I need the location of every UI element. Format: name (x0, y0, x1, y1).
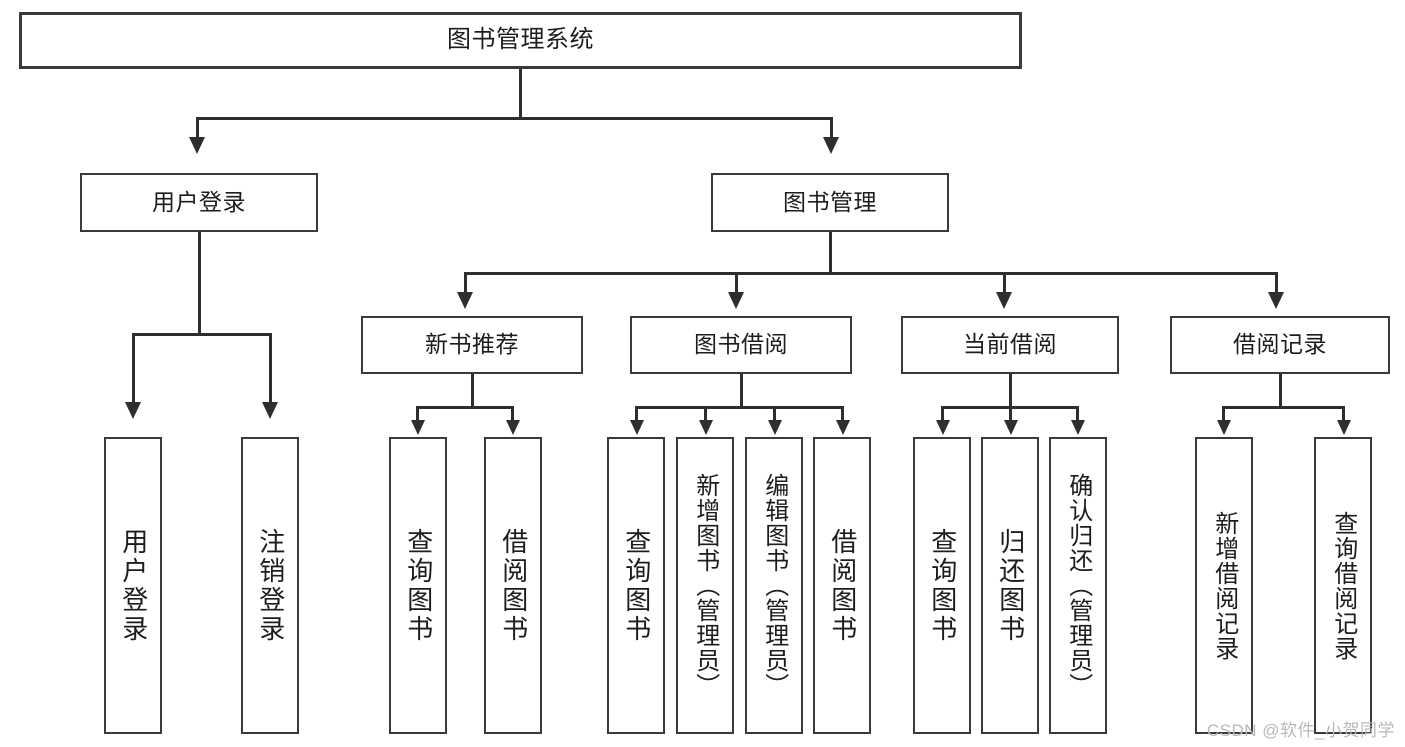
connector-user-login-drop-1 (132, 333, 135, 404)
leaf-current-borrow-return-books[interactable]: 归还图书 (981, 437, 1039, 734)
node-book-borrow[interactable]: 图书借阅 (630, 316, 852, 374)
connector-current-borrow-drop-3 (1076, 406, 1079, 422)
node-book-management[interactable]: 图书管理 (711, 173, 949, 232)
connector-borrow-record-drop-1 (1222, 406, 1225, 422)
connector-current-borrow-stem (1009, 374, 1012, 406)
node-label: 归还图书 (995, 527, 1026, 644)
connector-borrow-record-fanbar (1222, 406, 1344, 409)
leaf-book-borrow-edit-book-admin[interactable]: 编辑图书（管理员） (745, 437, 803, 734)
connector-current-borrow-drop-1 (941, 406, 944, 422)
node-borrow-record[interactable]: 借阅记录 (1170, 316, 1390, 374)
connector-book-management-drop-4 (1275, 272, 1278, 294)
connector-root-to-book-management (830, 117, 833, 139)
node-new-book-recommend[interactable]: 新书推荐 (361, 316, 583, 374)
connector-book-management-fanbar (464, 272, 1278, 275)
arrowhead-book-management-child-4 (1268, 292, 1284, 309)
connector-new-book-stem (471, 374, 474, 406)
node-label: 用户登录 (118, 527, 149, 644)
connector-borrow-record-drop-2 (1342, 406, 1345, 422)
node-label: 新增图书（管理员） (691, 473, 719, 698)
node-label: 查询图书 (621, 527, 652, 644)
node-label: 查询借阅记录 (1329, 510, 1357, 661)
arrowhead-book-management-child-1 (457, 292, 473, 309)
leaf-book-borrow-add-book-admin[interactable]: 新增图书（管理员） (676, 437, 734, 734)
leaf-borrow-record-add-record[interactable]: 新增借阅记录 (1195, 437, 1253, 734)
connector-book-borrow-drop-1 (635, 406, 638, 422)
connector-current-borrow-drop-2 (1009, 406, 1012, 422)
connector-book-borrow-drop-2 (704, 406, 707, 422)
connector-book-management-drop-3 (1003, 272, 1006, 294)
arrowhead-current-borrow-leaf-3 (1071, 420, 1085, 435)
arrowhead-new-book-leaf-2 (506, 420, 520, 435)
connector-root-stem (519, 69, 522, 117)
node-label: 新书推荐 (425, 331, 519, 358)
node-user-login[interactable]: 用户登录 (80, 173, 318, 232)
connector-user-login-drop-2 (269, 333, 272, 404)
connector-borrow-record-stem (1279, 374, 1282, 406)
connector-book-management-drop-1 (464, 272, 467, 294)
connector-book-borrow-stem (740, 374, 743, 406)
node-label: 图书管理 (783, 188, 877, 215)
watermark-text: CSDN @软件_小贺同学 (1206, 721, 1395, 740)
leaf-current-borrow-query-books[interactable]: 查询图书 (913, 437, 971, 734)
connector-user-login-fanbar (132, 333, 272, 336)
leaf-new-book-borrow-books[interactable]: 借阅图书 (484, 437, 542, 734)
node-label: 图书借阅 (694, 331, 788, 358)
arrowhead-user-login-leaf-2 (262, 402, 278, 419)
node-label: 确认归还（管理员） (1064, 473, 1092, 698)
connector-book-management-drop-2 (735, 272, 738, 294)
connector-new-book-fanbar (416, 406, 514, 409)
connector-root-to-user-login (196, 117, 199, 139)
node-label: 注销登录 (255, 527, 286, 644)
leaf-book-borrow-query-books[interactable]: 查询图书 (607, 437, 665, 734)
leaf-current-borrow-confirm-return-admin[interactable]: 确认归还（管理员） (1049, 437, 1107, 734)
leaf-user-login-logout[interactable]: 注销登录 (241, 437, 299, 734)
connector-new-book-drop-1 (416, 406, 419, 422)
connector-root-fanbar (196, 117, 833, 120)
connector-user-login-stem (198, 232, 201, 333)
node-label: 借阅图书 (498, 527, 529, 644)
node-label: 借阅图书 (827, 527, 858, 644)
node-label: 借阅记录 (1233, 331, 1327, 358)
node-label: 查询图书 (927, 527, 958, 644)
node-label: 编辑图书（管理员） (760, 473, 788, 698)
node-label: 新增借阅记录 (1210, 510, 1238, 661)
connector-book-borrow-drop-4 (841, 406, 844, 422)
connector-book-borrow-fanbar (635, 406, 844, 409)
arrowhead-book-borrow-leaf-1 (630, 420, 644, 435)
leaf-borrow-record-query-record[interactable]: 查询借阅记录 (1314, 437, 1372, 734)
arrowhead-borrow-record-leaf-1 (1217, 420, 1231, 435)
arrowhead-new-book-leaf-1 (411, 420, 425, 435)
arrowhead-root-to-user-login (189, 137, 205, 154)
arrowhead-root-to-book-management (823, 137, 839, 154)
connector-new-book-drop-2 (511, 406, 514, 422)
arrowhead-book-borrow-leaf-3 (768, 420, 782, 435)
arrowhead-current-borrow-leaf-1 (936, 420, 950, 435)
leaf-new-book-query-books[interactable]: 查询图书 (389, 437, 447, 734)
leaf-user-login-login[interactable]: 用户登录 (104, 437, 162, 734)
arrowhead-current-borrow-leaf-2 (1004, 420, 1018, 435)
node-current-borrow[interactable]: 当前借阅 (901, 316, 1119, 374)
connector-book-borrow-drop-3 (773, 406, 776, 422)
arrowhead-book-management-child-3 (996, 292, 1012, 309)
arrowhead-borrow-record-leaf-2 (1337, 420, 1351, 435)
node-label: 查询图书 (403, 527, 434, 644)
arrowhead-book-management-child-2 (728, 292, 744, 309)
node-label: 用户登录 (152, 188, 246, 215)
arrowhead-book-borrow-leaf-4 (836, 420, 850, 435)
node-label: 当前借阅 (963, 331, 1057, 358)
node-label: 图书管理系统 (447, 26, 594, 54)
arrowhead-user-login-leaf-1 (125, 402, 141, 419)
connector-book-management-stem (829, 232, 832, 272)
node-root-book-management-system[interactable]: 图书管理系统 (19, 12, 1022, 69)
leaf-book-borrow-borrow-books[interactable]: 借阅图书 (813, 437, 871, 734)
arrowhead-book-borrow-leaf-2 (699, 420, 713, 435)
